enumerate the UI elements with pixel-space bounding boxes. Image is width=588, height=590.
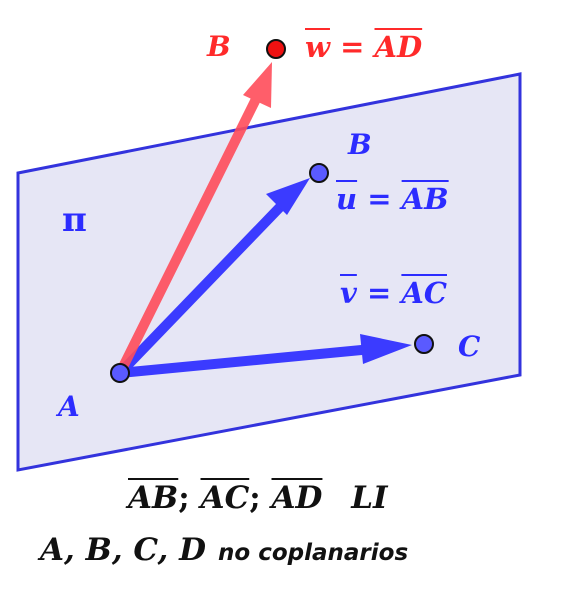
vector-w-symbol: w (305, 30, 330, 64)
point-d-red (266, 39, 286, 59)
equals-sign: = (367, 182, 392, 216)
vector-u-equation: u = AB (336, 182, 449, 216)
point-a-label: A (58, 390, 80, 423)
point-b-plane (309, 163, 329, 183)
equals-sign: = (366, 276, 392, 310)
caption-li: LI (351, 480, 388, 516)
caption-points-statement: A, B, C, D no coplanarios (40, 532, 408, 568)
point-c-label: C (458, 330, 481, 363)
point-d-label: B (207, 30, 231, 63)
vector-u-symbol: u (336, 182, 358, 216)
vector-w-definition: AD (374, 30, 423, 64)
point-b-plane-label: B (348, 128, 372, 161)
vector-u-arrow (115, 178, 310, 378)
vector-v-definition: AC (401, 276, 447, 310)
vector-v-symbol: v (340, 276, 357, 310)
point-a (110, 363, 130, 383)
point-c (414, 334, 434, 354)
caption-separator: ; (178, 480, 190, 516)
vector-v-equation: v = AC (340, 276, 447, 310)
caption-points: A, B, C, D (40, 532, 207, 568)
plane-label: π (62, 200, 87, 240)
caption-note: no coplanarios (218, 540, 409, 566)
vector-v-arrow (115, 334, 412, 378)
vector-w-equation: w = AD (305, 30, 422, 64)
vector-w-arrow (115, 62, 272, 378)
vector-u-definition: AB (401, 182, 449, 216)
caption-vector-ab: AB (128, 480, 179, 516)
caption-separator: ; (249, 480, 261, 516)
plane-pi (16, 72, 522, 472)
caption-li-statement: AB; AC; AD LI (128, 480, 388, 516)
equals-sign: = (340, 30, 365, 64)
caption-vector-ac: AC (200, 480, 250, 516)
caption-vector-ad: AD (271, 480, 323, 516)
